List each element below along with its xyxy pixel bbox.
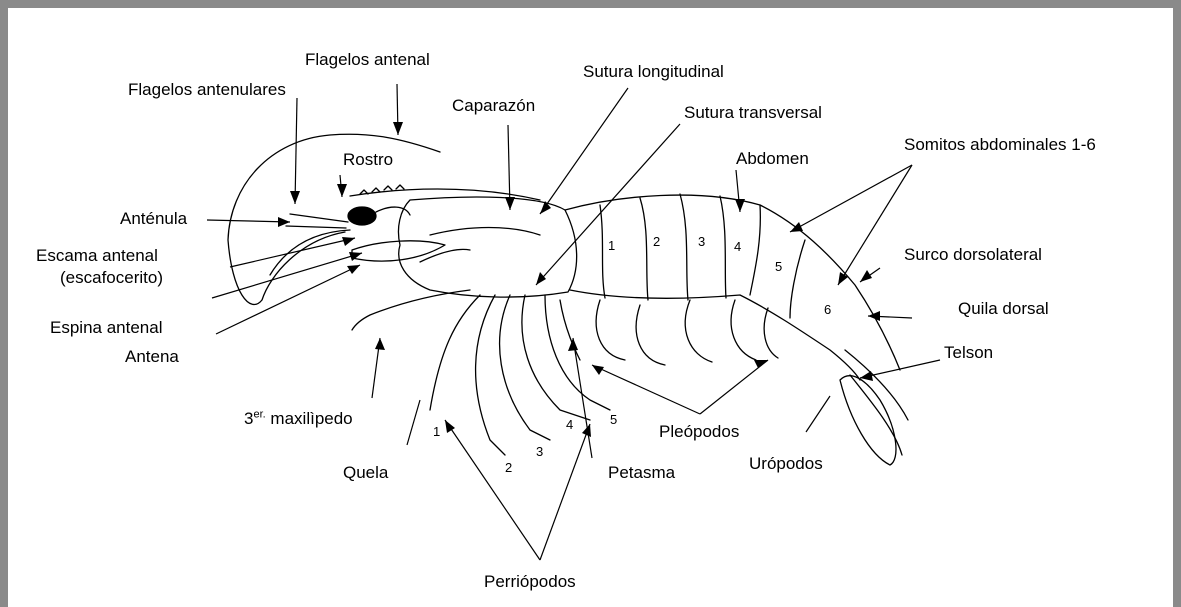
label-perriopodos: Perriópodos [484, 572, 576, 592]
somite-number-6: 6 [824, 300, 831, 320]
label-pleopodos: Pleópodos [659, 422, 739, 442]
label-telson: Telson [944, 343, 993, 363]
label-maxilipedo: 3er. maxilìpedo [244, 409, 353, 429]
pleopod-2 [636, 305, 665, 365]
antennule-2 [286, 226, 346, 228]
third-maxilliped [352, 290, 470, 330]
pereiopod-2 [476, 295, 505, 455]
somite-number-2: 2 [653, 232, 660, 252]
somite-number-3: 3 [698, 232, 705, 252]
label-surco-dorsolateral: Surco dorsolateral [904, 245, 1042, 265]
label-petasma: Petasma [608, 463, 675, 483]
label-espina-antenal: Espina antenal [50, 318, 162, 338]
label-quela: Quela [343, 463, 388, 483]
antennal-flagellum [228, 134, 440, 304]
label-flagelos-antenal: Flagelos antenal [305, 50, 430, 70]
label-escafocerito: (escafocerito) [60, 268, 163, 288]
maxilipedo-sup: er. [253, 408, 265, 420]
leg-number-1: 1 [433, 422, 440, 442]
eye [348, 207, 376, 225]
abdomen-ventral [570, 290, 860, 380]
abdomen-dorsal [565, 195, 900, 370]
label-escama-antenal: Escama antenal [36, 246, 158, 266]
pleopod-1 [596, 300, 625, 360]
pereiopod-5 [545, 295, 610, 410]
maxilipedo-word: maxilìpedo [266, 409, 353, 428]
rostrum-teeth [360, 185, 404, 194]
somite-number-1: 1 [608, 236, 615, 256]
pereiopod-3 [500, 295, 550, 440]
uropod [840, 376, 896, 465]
label-somitos-abdominales: Somitos abdominales 1-6 [904, 135, 1096, 155]
leg-number-3: 3 [536, 442, 543, 462]
label-abdomen: Abdomen [736, 149, 809, 169]
leg-number-2: 2 [505, 458, 512, 478]
label-sutura-longitudinal: Sutura longitudinal [583, 62, 724, 82]
label-sutura-transversal: Sutura transversal [684, 103, 822, 123]
pereiopod-1 [430, 295, 480, 410]
somite-number-5: 5 [775, 257, 782, 277]
leg-number-4: 4 [566, 415, 573, 435]
label-antenula: Anténula [120, 209, 187, 229]
label-caparazon: Caparazón [452, 96, 535, 116]
label-antena: Antena [125, 347, 179, 367]
label-rostro: Rostro [343, 150, 393, 170]
label-flagelos-antenulares: Flagelos antenulares [128, 80, 286, 100]
somite-number-4: 4 [734, 237, 741, 257]
leg-number-5: 5 [610, 410, 617, 430]
pleopod-3 [685, 300, 712, 362]
carapace [398, 197, 576, 297]
uropod-2 [850, 375, 902, 455]
pleopod-4 [731, 300, 756, 360]
antennule [290, 214, 348, 222]
petasma-shape [560, 300, 580, 360]
label-quila-dorsal: Quila dorsal [958, 299, 1049, 319]
label-uropodos: Urópodos [749, 454, 823, 474]
